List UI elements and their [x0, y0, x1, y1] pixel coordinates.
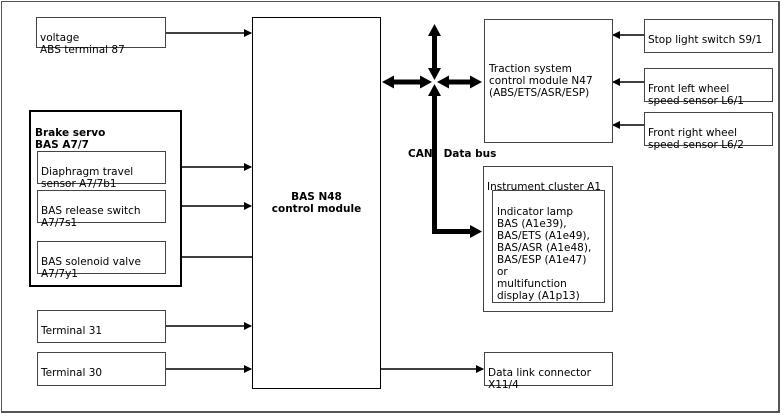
- voltage-box: voltage ABS terminal 87: [36, 17, 166, 56]
- front-right-sensor-box: Front right wheel speed sensor L6/2: [644, 112, 773, 151]
- terminal-31-label: Terminal 31: [41, 325, 103, 337]
- bas-control-module-label: BAS N48 control module: [271, 191, 362, 215]
- diaphragm-sensor-box: Diaphragm travel sensor A7/7b1: [37, 151, 166, 190]
- bas-control-module: BAS N48 control module: [252, 17, 381, 389]
- solenoid-valve-label: BAS solenoid valve A7/7y1: [41, 256, 141, 280]
- diaphragm-sensor-label: Diaphragm travel sensor A7/7b1: [41, 166, 134, 190]
- release-switch-label: BAS release switch A7/7s1: [41, 205, 141, 229]
- traction-control-module-label: Traction system control module N47 (ABS/…: [489, 63, 593, 99]
- terminal-30-box: Terminal 30: [37, 352, 166, 386]
- front-left-sensor-label: Front left wheel speed sensor L6/1: [648, 83, 744, 107]
- traction-control-module: Traction system control module N47 (ABS/…: [484, 19, 613, 143]
- terminal-31-box: Terminal 31: [37, 310, 166, 343]
- indicator-lamp-box: Indicator lamp BAS (A1e39), BAS/ETS (A1e…: [492, 190, 605, 303]
- brake-servo-title: Brake servo BAS A7/7: [35, 127, 106, 151]
- voltage-label: voltage ABS terminal 87: [40, 32, 125, 56]
- data-link-connector-box: Data link connector X11/4: [484, 352, 613, 391]
- solenoid-valve-box: BAS solenoid valve A7/7y1: [37, 241, 166, 280]
- release-switch-box: BAS release switch A7/7s1: [37, 190, 166, 229]
- data-link-connector-label: Data link connector X11/4: [488, 367, 591, 391]
- stop-light-switch-label: Stop light switch S9/1: [648, 34, 763, 46]
- front-left-sensor-box: Front left wheel speed sensor L6/1: [644, 68, 773, 107]
- front-right-sensor-label: Front right wheel speed sensor L6/2: [648, 127, 744, 151]
- terminal-30-label: Terminal 30: [41, 367, 103, 379]
- indicator-lamp-label: Indicator lamp BAS (A1e39), BAS/ETS (A1e…: [497, 206, 592, 302]
- stop-light-switch-box: Stop light switch S9/1: [644, 19, 773, 53]
- can-bus-label: CAN Data bus: [408, 148, 497, 160]
